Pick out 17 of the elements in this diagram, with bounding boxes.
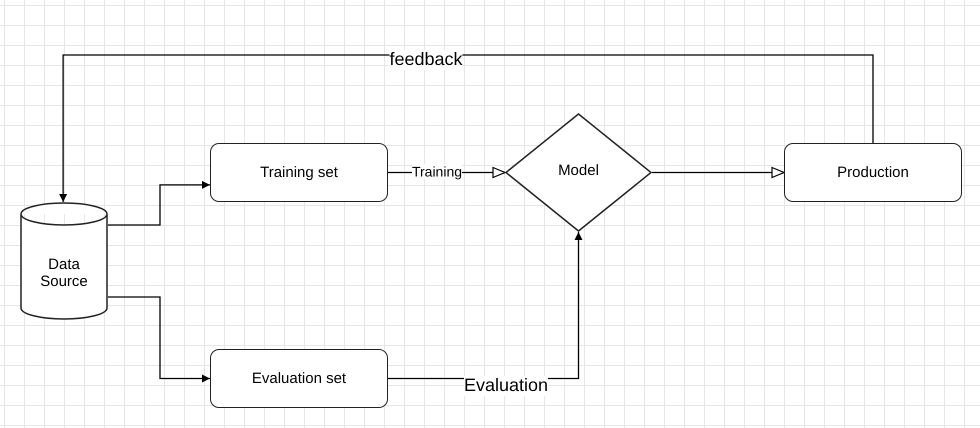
database-cylinder [20,202,108,320]
node-label: Training set [260,164,338,181]
edge-label: Evaluation [464,376,548,396]
process-box [210,349,388,408]
node-label: Evaluation set [252,370,346,387]
process-box [210,143,388,202]
node-label: Data Source [39,256,89,290]
edge-label: feedback [389,50,463,70]
node-label: Model [558,162,599,179]
arrow [108,180,210,226]
process-box [784,143,962,202]
decision-diamond [505,113,652,232]
arrow [652,166,785,178]
node-label: Production [837,164,909,181]
arrow [108,296,210,382]
arrow [59,54,874,202]
edge-label: Training [412,164,462,180]
